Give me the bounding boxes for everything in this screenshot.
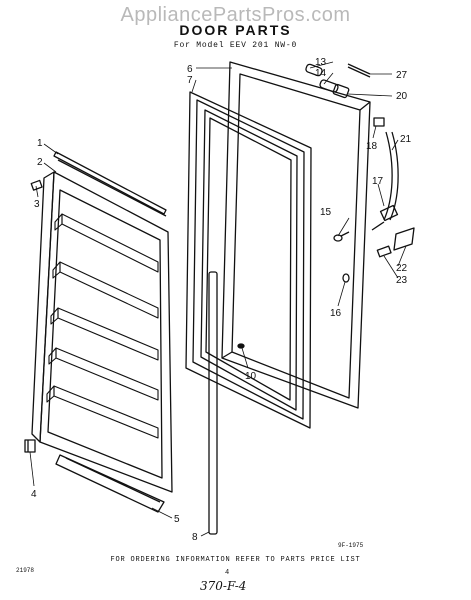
- door-shelves: [46, 213, 159, 439]
- screws: [333, 231, 350, 283]
- model-subtitle: For Model EEV 201 NW-0: [173, 41, 298, 50]
- callout-8: 8: [192, 532, 198, 543]
- callout-10: 10: [245, 371, 257, 382]
- leader-lines: [29, 61, 407, 537]
- watermark: AppliancePartsPros.com: [120, 4, 351, 26]
- callout-1: 1: [37, 138, 43, 149]
- inner-door-liner: [31, 171, 173, 493]
- diagram-id: 21978: [16, 567, 35, 574]
- callout-5: 5: [174, 514, 180, 525]
- callout-16: 16: [330, 308, 342, 319]
- callout-14: 14: [315, 68, 327, 79]
- callout-3: 3: [34, 199, 40, 210]
- callout-2: 2: [37, 157, 43, 168]
- callout-17: 17: [372, 176, 384, 187]
- ordering-note: FOR ORDERING INFORMATION REFER TO PARTS …: [110, 556, 361, 564]
- breaker-strip: [208, 271, 218, 535]
- callout-22: 22: [396, 263, 408, 274]
- callout-20: 20: [396, 91, 408, 102]
- top-trim: [53, 151, 167, 217]
- door-handle: [373, 117, 399, 221]
- callout-27: 27: [396, 70, 408, 81]
- callout-7: 7: [187, 75, 193, 86]
- callout-23: 23: [396, 275, 408, 286]
- callout-4: 4: [31, 489, 37, 500]
- upper-hinge-hardware: [305, 63, 371, 99]
- handwritten-note: 370-F-4: [200, 579, 247, 593]
- page-number: 4: [225, 569, 230, 577]
- callout-13: 13: [315, 57, 327, 68]
- diagram-code: 9F-1975: [338, 542, 364, 549]
- callout-6: 6: [187, 64, 193, 75]
- bottom-trim: [55, 454, 165, 513]
- strike-plate: [376, 227, 415, 258]
- door-gasket: [185, 91, 312, 429]
- callout-21: 21: [400, 134, 412, 145]
- hinge-cap-top: [30, 179, 43, 191]
- hinge-cap-bottom: [24, 439, 36, 453]
- door-stop-screw: [237, 343, 245, 349]
- callout-15: 15: [320, 207, 332, 218]
- callout-18: 18: [366, 141, 378, 152]
- page-title: DOOR PARTS: [179, 22, 292, 38]
- door-latch: [371, 204, 399, 231]
